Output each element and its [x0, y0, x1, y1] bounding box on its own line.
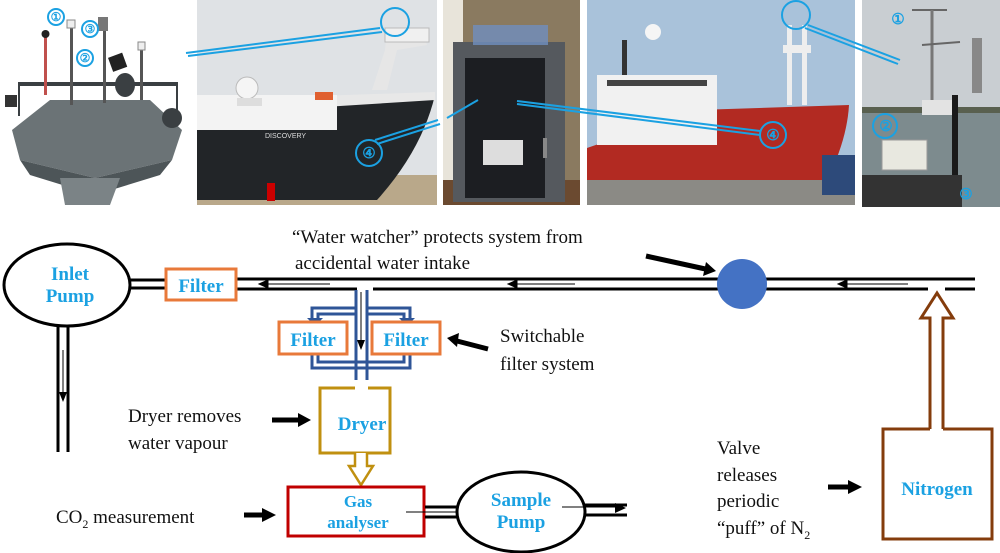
sample-pump-label-2: Pump	[497, 512, 546, 533]
main-pipe	[130, 277, 975, 291]
water-watcher-note-2: accidental water intake	[295, 253, 470, 274]
water-watcher-icon	[717, 259, 767, 309]
dryer-pointer	[298, 413, 311, 427]
valve-note-1: Valve	[717, 438, 760, 459]
marker-3: ③	[81, 20, 99, 38]
switchable-note-1: Switchable	[500, 326, 584, 347]
inlet-pump-label-1: Inlet	[51, 264, 90, 285]
filter-main	[164, 267, 238, 302]
valve-note-3: periodic	[717, 491, 779, 512]
photo-met-mast	[862, 0, 1000, 207]
filter-right-label: Filter	[383, 330, 429, 351]
marker-2: ②	[76, 49, 94, 67]
switch-piping	[310, 290, 412, 380]
co2-note: CO2 measurement	[56, 507, 195, 531]
sample-pump-label-1: Sample	[491, 490, 551, 511]
hull-name: DISCOVERY	[265, 133, 306, 140]
marker-4-red-ship: ④	[766, 128, 779, 144]
gas-analyser	[286, 485, 426, 538]
filter-left	[277, 320, 349, 356]
dryer-note-1: Dryer removes	[128, 406, 241, 427]
nitrogen-arrow	[918, 290, 956, 429]
marker-2-mast: ②	[879, 119, 892, 135]
exhaust-pipe	[584, 503, 627, 517]
photo-mast-platform: ① ③ ②	[0, 0, 192, 205]
inlet-pump-label-2: Pump	[46, 286, 95, 307]
valve-note-2: releases	[717, 465, 777, 486]
gas-analyser-label-1: Gas	[344, 492, 373, 511]
filter-left-label: Filter	[290, 330, 336, 351]
marker-1-mast: ①	[891, 12, 904, 28]
sample-pump	[455, 470, 587, 553]
callout-circle-discovery	[380, 7, 410, 37]
filter-right	[370, 320, 442, 356]
dryer-label: Dryer	[338, 414, 387, 435]
water-watcher-pointer	[645, 253, 711, 273]
inlet-down-pipe	[56, 326, 70, 452]
filter-main-label: Filter	[178, 276, 224, 297]
valve-pointer	[848, 480, 862, 494]
photo-analyser-cabinet	[443, 0, 580, 205]
nitrogen-tank	[881, 427, 994, 541]
inlet-pump	[2, 242, 132, 328]
co2-pointer	[262, 508, 276, 522]
photo-red-ship	[587, 0, 855, 205]
sample-pipe	[425, 505, 458, 519]
marker-3-mast: ③	[959, 187, 972, 203]
marker-4-discovery: ④	[362, 146, 375, 162]
dryer-arrow	[346, 453, 376, 488]
switchable-note-2: filter system	[500, 354, 595, 375]
dryer-note-2: water vapour	[128, 433, 228, 454]
photo-discovery-ship: DISCOVERY	[197, 0, 437, 205]
valve-note-4: “puff” of N2	[717, 518, 810, 542]
nitrogen-label: Nitrogen	[901, 479, 973, 500]
callout-lines	[185, 0, 901, 167]
switchable-pointer	[447, 333, 459, 347]
water-watcher-note-1: “Water watcher” protects system from	[292, 227, 583, 248]
flow-arrows	[257, 279, 908, 289]
marker-1: ①	[47, 8, 65, 26]
gas-analyser-label-2: analyser	[327, 513, 389, 532]
